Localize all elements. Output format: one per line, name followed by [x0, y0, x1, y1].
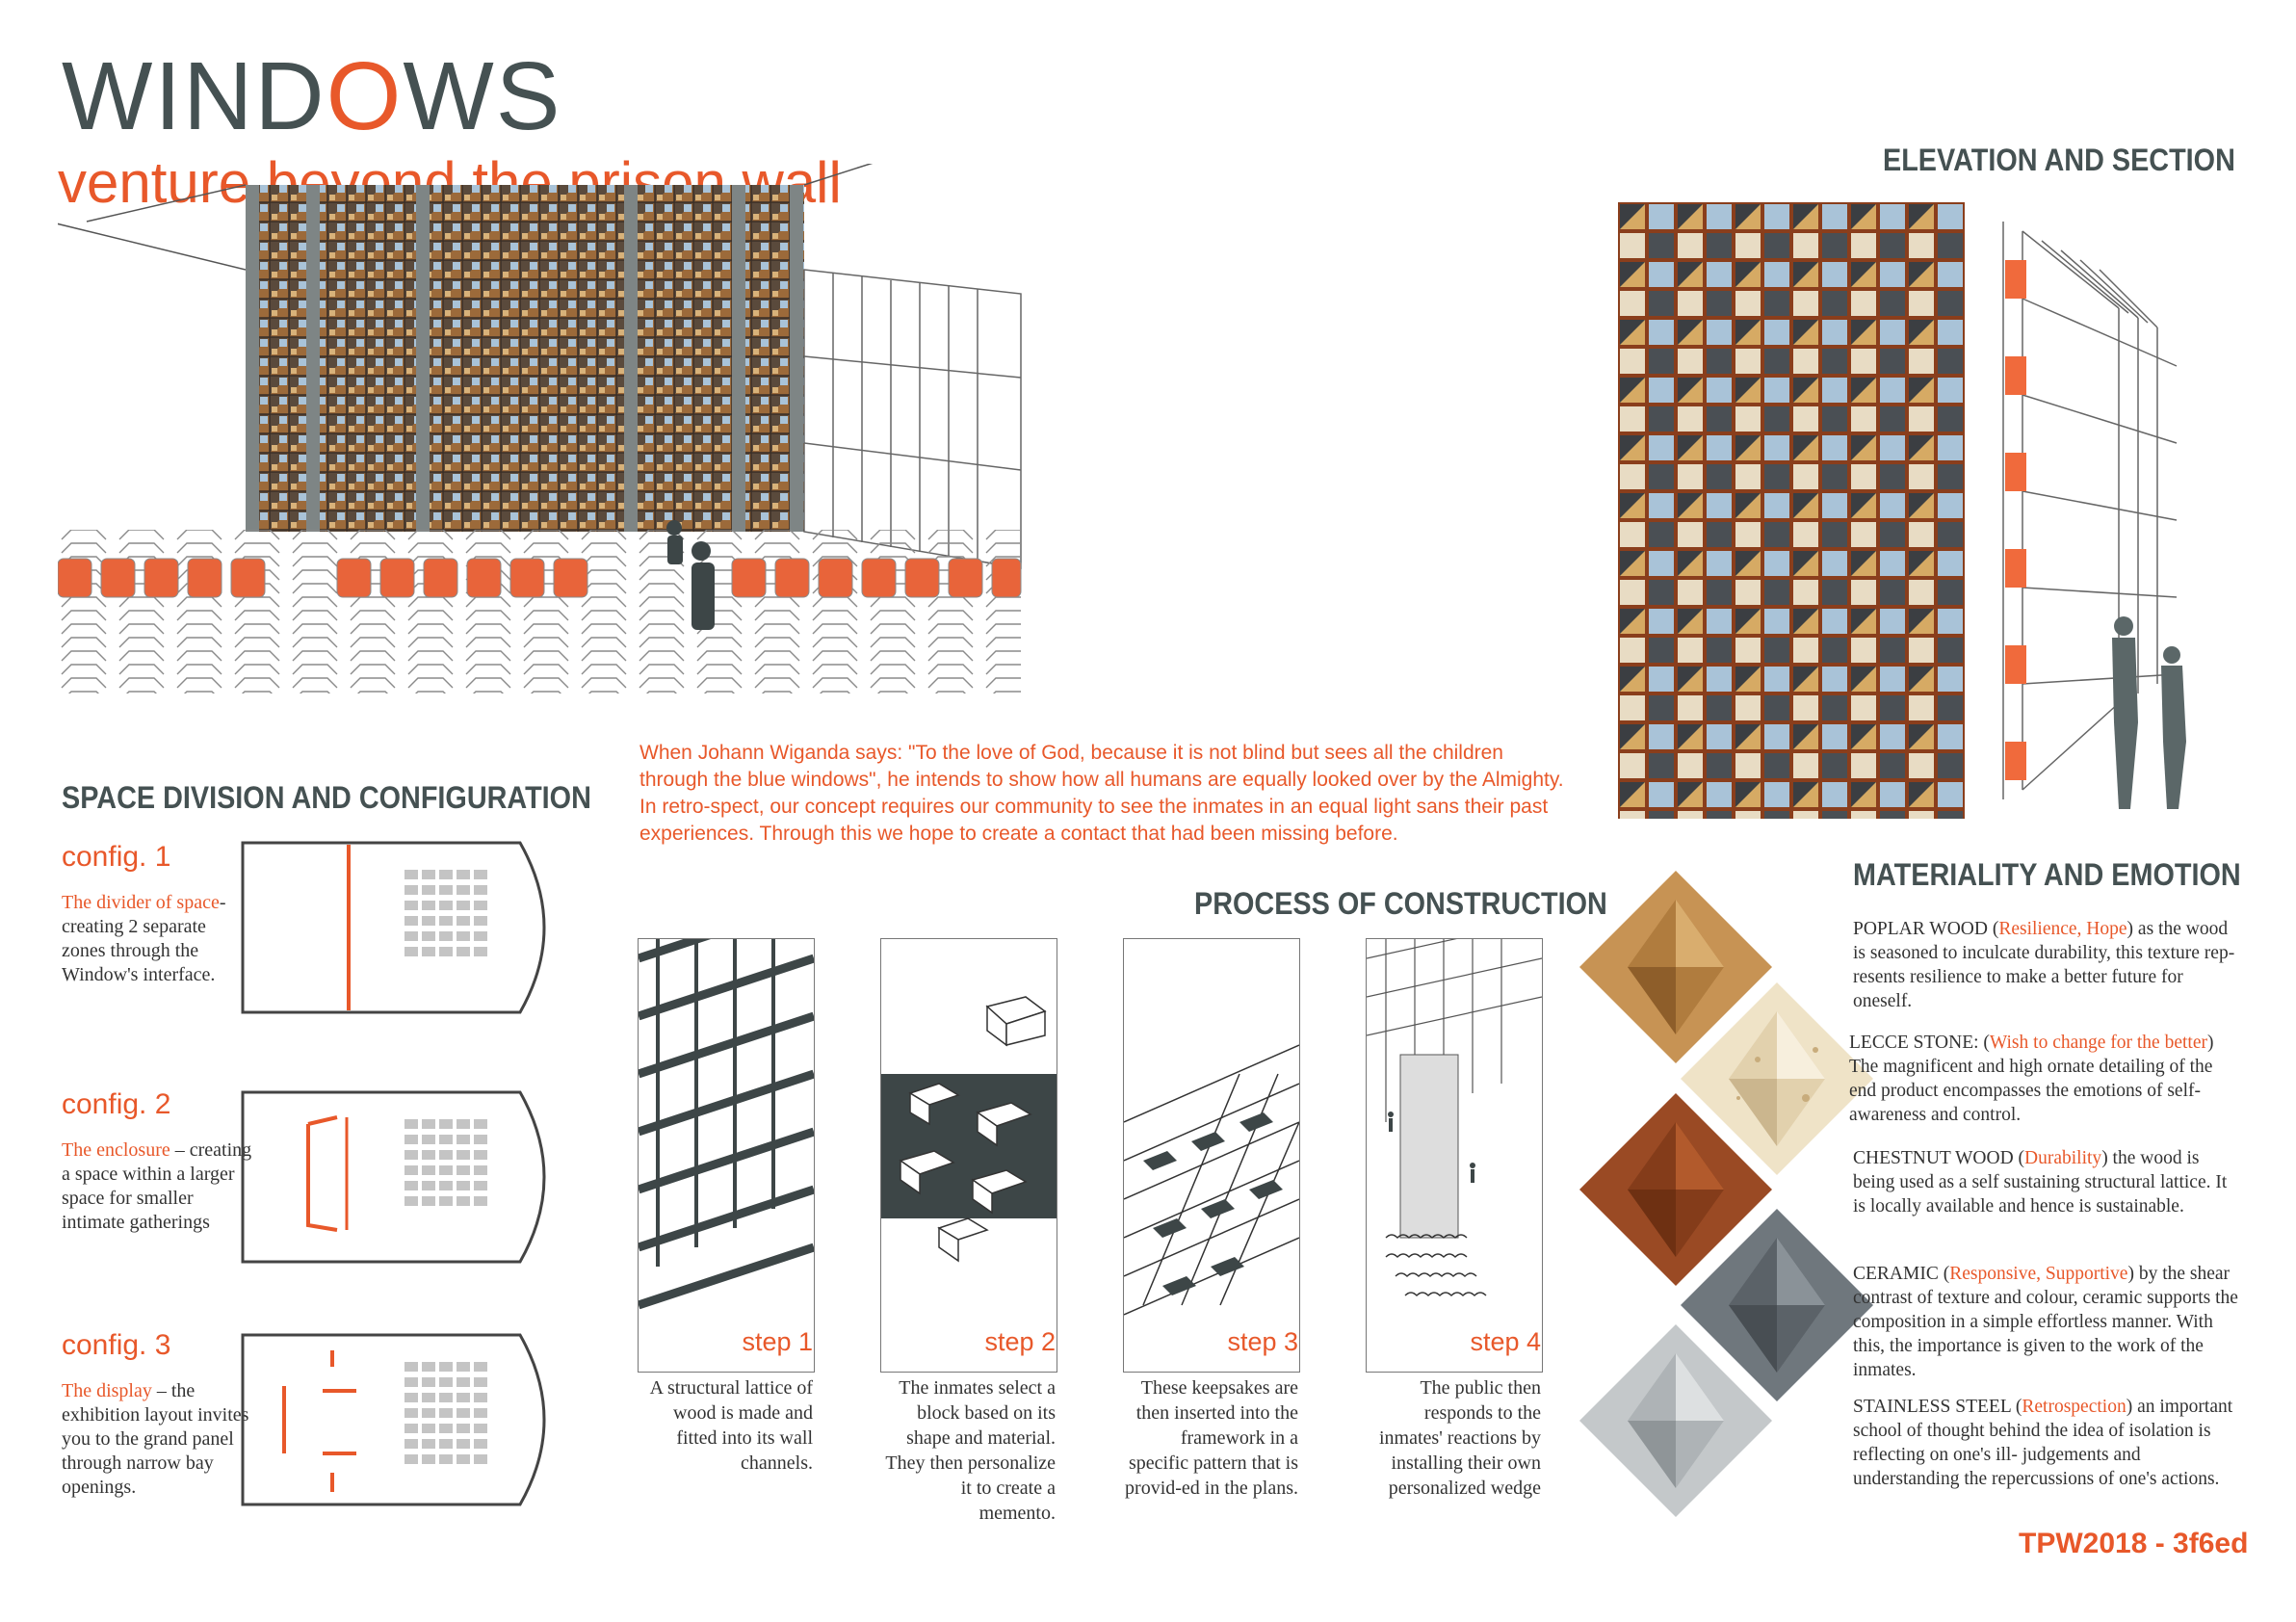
lecce-stone-tile-icon — [1681, 982, 1873, 1175]
step-4-panel — [1366, 938, 1543, 1373]
step-4-label: step 4 — [1470, 1327, 1541, 1356]
steel-text: ) an important school of thought behind … — [1853, 1397, 2233, 1489]
space-division-heading: SPACE DIVISION AND CONFIGURATION — [62, 780, 591, 815]
step-1-label: step 1 — [742, 1327, 813, 1356]
ceramic-tile-icon — [1681, 1209, 1873, 1401]
lecce-stone-emotion: Wish to change for the better — [1989, 1033, 2207, 1053]
steel-description: STAINLESS STEEL (Retrospection) an impor… — [1853, 1395, 2238, 1491]
lecce-stone-text: ) The magnificent and high ornate detail… — [1849, 1033, 2214, 1125]
chestnut-wood-emotion: Durability — [2024, 1148, 2102, 1168]
title-accent-letter: O — [326, 42, 404, 150]
steel-tile-icon — [1579, 1324, 1772, 1517]
config-1-text: -creating 2 separate zones through the W… — [62, 892, 226, 985]
steel-emotion: Retrospection — [2022, 1397, 2126, 1417]
materiality-heading: MATERIALITY AND EMOTION — [1853, 857, 2241, 892]
config-3-label: config. 3 — [62, 1329, 171, 1361]
title-part-1: WIND — [62, 42, 326, 150]
blocks-drawing — [881, 996, 1057, 1263]
elevation-heading: ELEVATION AND SECTION — [1883, 143, 2235, 177]
title-part-2: WS — [403, 42, 562, 150]
ceramic-text: ) by the shear contrast of texture and c… — [1853, 1264, 2238, 1380]
page-title: WINDOWS — [62, 48, 562, 144]
config-3-highlight: The display — [62, 1380, 152, 1401]
process-heading: PROCESS OF CONSTRUCTION — [1194, 886, 1607, 921]
lecce-stone-description: LECCE STONE: (Wish to change for the bet… — [1849, 1031, 2234, 1127]
poplar-wood-tile-icon — [1579, 871, 1772, 1063]
lattice-drawing — [639, 939, 814, 1310]
ceramic-name: CERAMIC ( — [1853, 1264, 1950, 1284]
public-response-drawing — [1367, 939, 1542, 1296]
elevation-drawing — [1618, 202, 1965, 819]
step-3-text: These keepsakes are then inserted into t… — [1125, 1377, 1298, 1499]
config-2-plan-diagram — [241, 1090, 546, 1264]
step-1-text: A structural lattice of wood is made and… — [649, 1377, 813, 1474]
step-1-panel — [638, 938, 815, 1373]
config-2-label: config. 2 — [62, 1088, 171, 1120]
step-2-text: The inmates select a block based on its … — [885, 1377, 1056, 1524]
config-3-text: – the exhibition layout invites you to t… — [62, 1380, 249, 1498]
step-3-label: step 3 — [1227, 1327, 1298, 1356]
ceramic-emotion: Responsive, Supportive — [1949, 1264, 2128, 1284]
insertion-drawing — [1124, 1044, 1299, 1316]
config-1-description: The divider of space-creating 2 separate… — [62, 891, 254, 987]
project-code: TPW2018 - 3f6ed — [2019, 1528, 2249, 1559]
config-3-plan-diagram — [241, 1333, 546, 1506]
config-3-description: The display – the exhibition layout invi… — [62, 1379, 254, 1500]
step-2-label: step 2 — [984, 1327, 1056, 1356]
config-2-description: The enclosure – creating a space within … — [62, 1138, 254, 1235]
poplar-wood-emotion: Resilience, Hope — [1998, 919, 2127, 939]
poplar-wood-description: POPLAR WOOD (Resilience, Hope) as the wo… — [1853, 917, 2238, 1013]
steel-name: STAINLESS STEEL ( — [1853, 1397, 2022, 1417]
config-1-highlight: The divider of space — [62, 892, 220, 913]
chestnut-wood-tile-icon — [1579, 1093, 1772, 1286]
concept-quote: When Johann Wiganda says: "To the love o… — [639, 742, 1564, 845]
chestnut-wood-text: ) the wood is being used as a self susta… — [1853, 1148, 2228, 1216]
poplar-wood-text: ) as the wood is seasoned to inculcate d… — [1853, 919, 2235, 1011]
ceramic-description: CERAMIC (Responsive, Supportive) by the … — [1853, 1262, 2238, 1382]
hall-perspective-illustration — [58, 164, 1022, 693]
step-4-text: The public then responds to the inmates'… — [1379, 1377, 1541, 1499]
poplar-wood-name: POPLAR WOOD ( — [1853, 919, 1999, 939]
step-2-panel — [880, 938, 1057, 1373]
step-3-panel — [1123, 938, 1300, 1373]
section-drawing — [2002, 222, 2186, 809]
lecce-stone-name: LECCE STONE: ( — [1849, 1033, 1990, 1053]
config-1-label: config. 1 — [62, 841, 171, 873]
config-1-plan-diagram — [241, 841, 546, 1014]
config-2-text: – creating a space within a larger space… — [62, 1139, 252, 1233]
chestnut-wood-description: CHESTNUT WOOD (Durability) the wood is b… — [1853, 1146, 2238, 1218]
chestnut-wood-name: CHESTNUT WOOD ( — [1853, 1148, 2025, 1168]
config-2-highlight: The enclosure — [62, 1139, 170, 1161]
